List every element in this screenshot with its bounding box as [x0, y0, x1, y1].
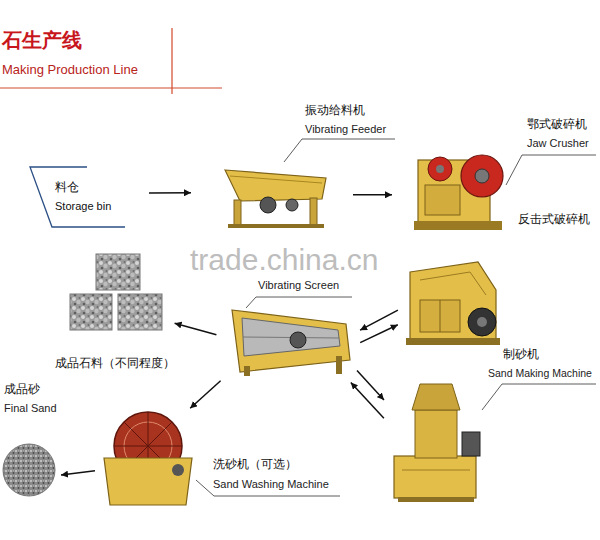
vibrating-screen-drawing-part: [244, 366, 250, 376]
impact-crusher-drawing-part: [406, 338, 500, 345]
machine-label-en: Sand Washing Machine: [213, 478, 329, 491]
sand-washing-machine-drawing-part: [104, 458, 192, 505]
finished-stone-node: 成品石料（不同程度）: [68, 252, 163, 332]
subtitle-text: Making Production Line: [2, 62, 138, 78]
title-text: 石生产线: [2, 28, 82, 52]
jaw-crusher-drawing-part: [425, 185, 460, 215]
finished-stone-samples: [70, 254, 162, 330]
flow-arrow: [357, 370, 384, 400]
jaw-crusher-drawing-part: [414, 221, 502, 230]
feeder-leader: [284, 139, 395, 162]
impact-crusher-drawing-part: [410, 262, 496, 340]
vibrating-feeder-drawing: [225, 170, 326, 228]
vibrating-feeder-drawing-part: [225, 170, 326, 201]
sand-making-machine-drawing-part: [402, 470, 470, 471]
flow-arrow: [190, 381, 220, 409]
finished-stone-samples-part: [70, 294, 112, 330]
vibrating-screen-drawing-part: [290, 332, 306, 348]
screen-leader-part: [246, 297, 352, 308]
jaw-crusher-node: 鄂式破碎机Jaw Crusher: [410, 148, 505, 233]
feeder-leader-part: [284, 139, 395, 162]
vibrating-feeder-drawing-part: [230, 176, 322, 183]
impact-crusher-drawing: [406, 262, 500, 345]
sand-making-machine-drawing-part: [462, 432, 480, 456]
jaw-leader-part: [506, 155, 596, 185]
machine-label: 成品石料（不同程度）: [55, 356, 175, 370]
machine-label: 鄂式破碎机: [527, 117, 587, 131]
finished-stone-samples-part: [118, 294, 162, 330]
impact-crusher-drawing-part: [468, 308, 496, 336]
vibrating-screen-drawing-part: [336, 356, 342, 374]
jaw-crusher-drawing-part: [475, 169, 489, 183]
impact-crusher-drawing-part: [420, 300, 460, 332]
machine-label-en: Final Sand: [4, 402, 57, 415]
flow-arrow: [175, 323, 217, 335]
machine-label: 反击式破碎机: [518, 212, 590, 226]
vibrating-screen-drawing-part: [232, 310, 350, 372]
screen-leader: [246, 297, 352, 308]
vibrating-screen-drawing: [232, 310, 350, 376]
watermark-text: trade.china.cn: [190, 242, 378, 278]
sand-washing-machine-node: 洗砂机（可选）Sand Washing Machine: [100, 415, 192, 507]
flow-arrow: [149, 192, 191, 194]
impact-crusher-node: 反击式破碎机: [405, 258, 500, 346]
machine-label-en: Jaw Crusher: [527, 137, 589, 150]
vibrating-feeder-drawing-part: [234, 200, 241, 226]
sand-washing-machine-drawing: [104, 412, 192, 505]
title-rule-part: [171, 28, 172, 94]
bin-outline: [30, 165, 125, 228]
final-sand-sample-part: [3, 444, 55, 496]
storage-bin-node: 料仓 Storage bin: [30, 165, 125, 228]
jaw-crusher-drawing-part: [428, 157, 452, 181]
flow-arrow: [351, 382, 384, 418]
vibrating-feeder-drawing-part: [260, 197, 276, 213]
jaw-crusher-drawing-part: [436, 165, 444, 173]
machine-label: 振动给料机: [305, 103, 365, 117]
flow-arrow: [353, 194, 392, 196]
machine-label: 制砂机: [503, 347, 539, 361]
jaw-crusher-drawing: [414, 155, 503, 230]
sand-washing-machine-drawing-part: [172, 464, 184, 476]
finished-stone-samples-part: [96, 254, 140, 290]
impact-crusher-drawing-part: [477, 317, 487, 327]
machine-label-en: Vibrating Feeder: [305, 123, 386, 136]
vibrating-feeder-drawing-part: [228, 224, 324, 228]
flow-arrow: [360, 325, 398, 343]
machine-label-en: Storage bin: [55, 200, 111, 213]
sand-machine-leader: [482, 384, 596, 410]
vibrating-feeder-node: 振动给料机Vibrating Feeder: [215, 155, 335, 230]
vibrating-feeder-drawing-part: [286, 199, 298, 211]
machine-label: 料仓: [55, 180, 79, 194]
machine-label: 洗砂机（可选）: [213, 457, 297, 471]
jaw-leader: [506, 155, 596, 185]
impact-crusher-drawing-part: [440, 300, 441, 332]
jaw-crusher-drawing-part: [461, 155, 503, 197]
sand-machine-leader-part: [482, 384, 596, 410]
sand-making-machine-drawing-part: [394, 456, 476, 498]
flow-arrow: [61, 471, 95, 475]
title-rule: [0, 28, 222, 94]
bin-outline-line: [30, 167, 125, 227]
vibrating-feeder-drawing-part: [310, 198, 317, 226]
vibrating-screen-node: Vibrating Screen: [228, 298, 353, 378]
sand-making-machine-drawing-part: [415, 410, 457, 458]
sand-making-machine-node: 制砂机Sand Making Machine: [388, 380, 483, 502]
sand-making-machine-drawing-part: [412, 384, 460, 410]
sand-making-machine-drawing: [394, 384, 480, 502]
title-rule-part: [0, 87, 222, 88]
machine-label: 成品砂: [4, 382, 40, 396]
vibrating-screen-drawing-part: [242, 318, 340, 356]
impact-crusher-drawing-part: [420, 272, 486, 295]
final-sand-sample: [3, 444, 55, 496]
machine-label-en: Sand Making Machine: [488, 367, 592, 380]
final-sand-node: 成品砂Final Sand: [2, 442, 56, 498]
sand-making-machine-drawing-part: [398, 497, 474, 502]
machine-label: Vibrating Screen: [258, 279, 339, 292]
